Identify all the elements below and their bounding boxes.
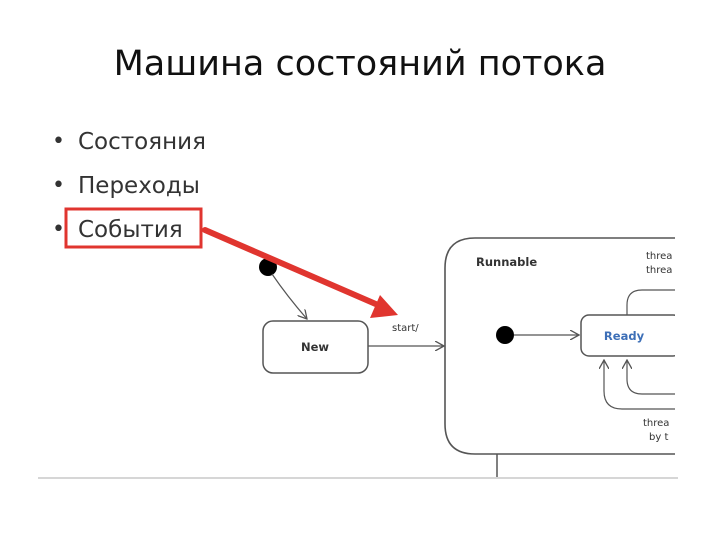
transition-label-bottom-2: by t [649,432,668,443]
start-transition-label: start/ [392,323,419,334]
runnable-state-box [444,237,675,455]
bullet-dot-icon: • [52,129,65,154]
runnable-state-label: Runnable [476,255,537,269]
bullet-item-transitions: • Переходы [52,164,206,208]
initial-to-new-transition [271,273,307,319]
new-state [262,320,369,374]
ready-bottom-loop-inner [627,360,675,395]
inner-initial-node [496,326,514,344]
highlight-box [64,207,203,249]
highlight-arrow-head [370,295,398,318]
new-state-label: New [301,340,329,354]
ready-top-loop [626,289,675,315]
bullet-item-states: • Состояния [52,120,206,164]
bullet-dot-icon: • [52,173,65,198]
transition-label-bottom-1: threa [643,418,669,429]
bullet-item-events: • События [52,208,206,252]
ready-bottom-loop-outer [604,360,675,410]
bullet-dot-icon: • [52,217,65,242]
crop-mask [675,230,720,485]
bullet-label: Состояния [78,129,206,155]
ready-state-label: Ready [604,329,645,343]
bullet-list: • Состояния • Переходы • События [52,120,206,252]
bullet-label: События [78,217,183,243]
transition-label-top-2: threa [646,265,672,276]
bullet-label: Переходы [78,173,200,199]
highlight-arrow-shaft [202,227,381,308]
transition-label-top-1: threa [646,251,672,262]
slide-title: Машина состояний потока [113,44,607,84]
